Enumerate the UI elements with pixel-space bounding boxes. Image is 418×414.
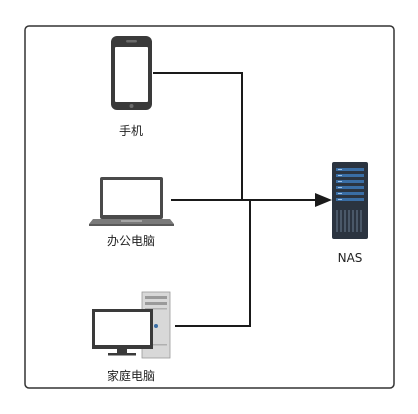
- smartphone-icon: [111, 36, 152, 110]
- arrowhead-to-nas: [315, 193, 332, 207]
- office-pc-label: 办公电脑: [107, 233, 155, 248]
- diagram-frame: [24, 25, 395, 389]
- desktop-computer-icon: [92, 291, 171, 359]
- connectors: [153, 72, 318, 327]
- phone-label: 手机: [119, 124, 143, 138]
- server-rack-icon: [332, 162, 368, 239]
- home-pc-connector: [175, 200, 251, 327]
- phone-connector: [153, 72, 243, 200]
- laptop-icon: [89, 177, 174, 226]
- nas-label: NAS: [338, 251, 363, 265]
- home-pc-label: 家庭电脑: [107, 368, 155, 383]
